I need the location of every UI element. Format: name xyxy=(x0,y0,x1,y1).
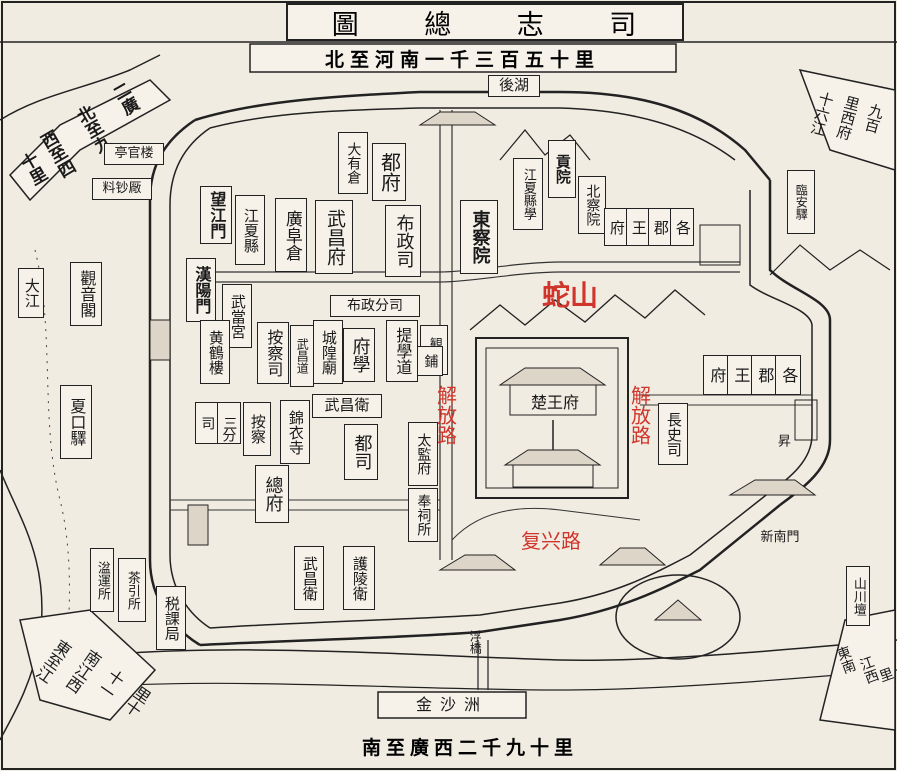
title-char: 司 xyxy=(609,9,639,41)
south-river xyxy=(59,639,897,661)
distance-north: 北至河南一千三百五十里 xyxy=(325,48,601,71)
label-jun-right: 郡 xyxy=(751,355,777,395)
distance-south: 南至廣西二千九十里 xyxy=(362,736,579,759)
label-liao-chang: 料钞厰 xyxy=(92,178,152,200)
label-ting-guan-ting: 亭官楼 xyxy=(104,143,164,165)
label-xin-nan-men: 新南門 xyxy=(760,530,800,546)
label-an-cha: 按察 xyxy=(243,402,271,456)
label-cheng-huang-miao: 城隍廟 xyxy=(313,320,343,384)
label-jun-top: 郡 xyxy=(648,208,672,246)
label-shan-chuan-tan: 山川壇 xyxy=(846,566,870,626)
label-xia-kou-yi: 夏口驛 xyxy=(60,385,92,459)
label-si: 司 xyxy=(195,402,219,444)
label-guan-yin-ge: 觀音閣 xyxy=(70,262,102,326)
label-tai-jian-fu: 太監府 xyxy=(408,422,438,486)
label-wang-top: 王 xyxy=(626,208,650,246)
label-hu-ling-wei: 護陵衛 xyxy=(343,546,375,610)
label-fu-top: 府 xyxy=(604,208,628,246)
map-title: 圖 總 志 司 xyxy=(300,5,670,41)
label-an-cha-si: 按察司 xyxy=(257,322,289,384)
label-she-shan: 蛇山 xyxy=(541,279,598,313)
label-dong-cha-yuan: 東察院 xyxy=(460,200,498,274)
label-bei-cha-yuan: 北察院 xyxy=(578,176,606,234)
label-ge-right: 各 xyxy=(775,355,801,395)
label-fu-xue: 府學 xyxy=(343,328,375,382)
label-ling-an-yi: 臨安驛 xyxy=(787,170,815,234)
label-huang-he-lou: 黄鶴樓 xyxy=(200,320,230,384)
label-guang-fu-cang: 廣阜倉 xyxy=(275,198,307,272)
title-char: 總 xyxy=(424,9,454,41)
label-fen: 分 xyxy=(220,428,237,442)
label-pu: 鋪 xyxy=(417,346,443,376)
label-tong-yun-suo: 湓運所 xyxy=(90,548,114,612)
label-sheng: 昇 xyxy=(774,433,790,447)
label-du-si: 都司 xyxy=(344,424,378,480)
label-chang-shi-si: 長史司 xyxy=(658,403,688,465)
label-san-fen: 三 xyxy=(217,402,241,444)
city-wall-west xyxy=(148,118,201,647)
chu-palace-wall xyxy=(475,337,629,499)
label-wu-chang-wei: 武昌衛 xyxy=(312,394,382,418)
label-jie-fang-lu-right: 解放路 xyxy=(627,385,652,445)
label-wang-jiang-men: 望江門 xyxy=(200,186,232,244)
label-jin-yi-si: 錦衣寺 xyxy=(280,400,310,464)
label-du-fu: 都府 xyxy=(372,143,406,201)
title-char: 圖 xyxy=(331,9,361,41)
label-jiang-xia-xue: 江夏縣學 xyxy=(513,158,543,230)
city-wall-north xyxy=(194,90,771,181)
label-han-yang-men: 漢陽門 xyxy=(186,258,216,322)
river-bank-left xyxy=(0,54,161,121)
title-char: 志 xyxy=(516,9,546,41)
label-zong-fu: 總府 xyxy=(255,465,289,523)
city-wall-south xyxy=(199,504,781,647)
label-wu-chang-fu: 武昌府 xyxy=(315,200,353,274)
label-jin-sha-zhou: 金沙洲 xyxy=(416,694,489,714)
label-shui-ke-ju: 税課局 xyxy=(156,586,186,650)
label-bu-zheng-fen-si: 布政分司 xyxy=(330,295,420,317)
label-jiang-xia-xian: 江夏縣 xyxy=(235,195,265,265)
label-wu-chang-wei-south: 武昌衛 xyxy=(294,546,324,610)
label-wang-right: 王 xyxy=(727,355,753,395)
label-cha-yin-suo: 茶引所 xyxy=(118,558,146,622)
label-feng-ci-suo: 奉祠所 xyxy=(408,488,438,542)
label-wu-chang-dao: 武昌道 xyxy=(290,325,314,387)
she-shan-ridge xyxy=(469,289,706,331)
label-gong-yuan: 貢院 xyxy=(548,140,576,198)
label-fu-xing-lu: 复兴路 xyxy=(521,528,581,553)
label-ge-top: 各 xyxy=(670,208,694,246)
label-ti-xue-dao: 提學道 xyxy=(386,320,418,382)
shan-chuan-enclosure xyxy=(615,574,741,660)
label-da-jiang: 大江 xyxy=(18,268,44,318)
label-fu-qiao: 浮橋 xyxy=(468,630,483,654)
label-hou-hu: 後湖 xyxy=(488,75,540,97)
label-chu-wang-fu: 楚王府 xyxy=(531,392,580,412)
label-bu-zheng-si: 布政司 xyxy=(385,205,421,277)
label-da-you-cang: 大有倉 xyxy=(338,132,368,194)
label-fu-right: 府 xyxy=(703,355,729,395)
